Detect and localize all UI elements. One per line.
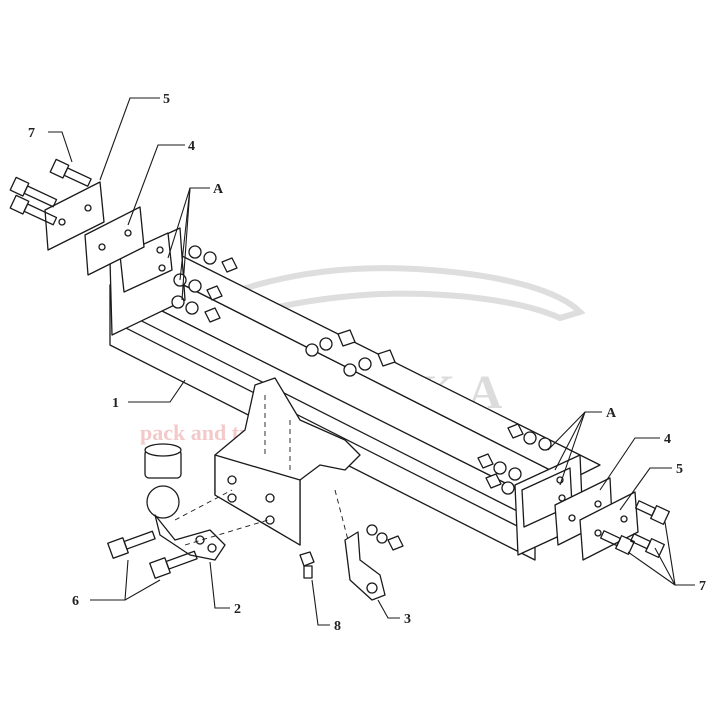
bolts-part-6 (107, 530, 198, 579)
label-part-7-left: 7 (28, 126, 35, 141)
label-part-1: 1 (112, 396, 119, 411)
label-part-8: 8 (334, 619, 341, 634)
right-side-plates (477, 423, 670, 561)
label-detail-a-right: A (606, 406, 617, 421)
leader-lines (48, 97, 695, 626)
watermark-car-silhouette (154, 265, 586, 344)
center-nuts (305, 329, 396, 377)
label-part-7-right: 7 (699, 579, 706, 594)
cross-beam (109, 227, 601, 561)
label-part-3: 3 (404, 612, 411, 627)
socket-bracket (334, 489, 404, 601)
label-part-4-right: 4 (664, 432, 671, 447)
tow-ball (144, 443, 269, 561)
label-part-2: 2 (234, 602, 241, 617)
label-part-6: 6 (72, 594, 79, 609)
center-bracket (214, 377, 361, 546)
label-part-5-right: 5 (676, 462, 683, 477)
bolt-part-8 (299, 551, 315, 579)
label-part-4-left: 4 (188, 139, 195, 154)
label-detail-a-left: A (213, 182, 224, 197)
left-side-plates (9, 158, 238, 323)
label-part-5-left: 5 (163, 92, 170, 107)
